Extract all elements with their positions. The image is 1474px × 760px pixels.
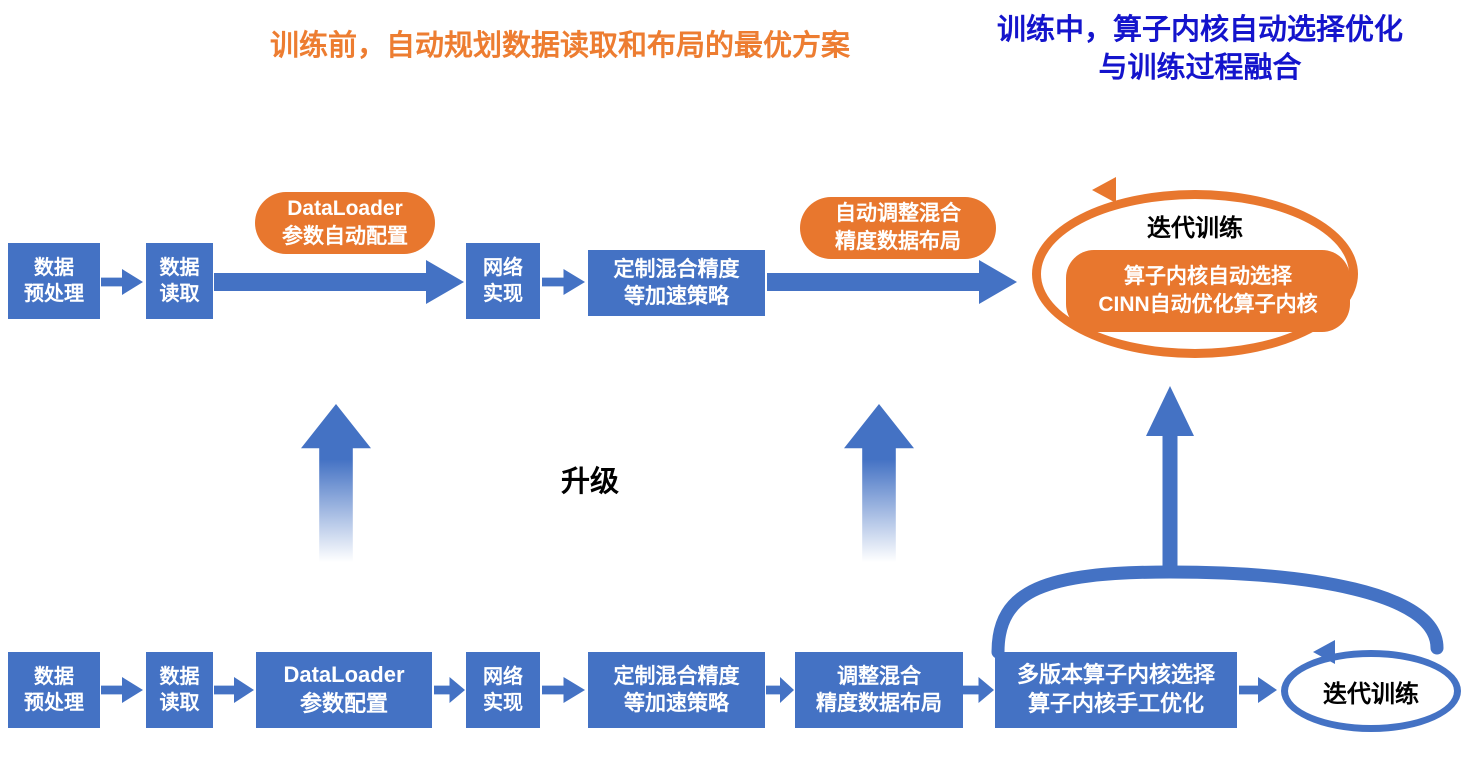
top-box-data-preprocess: 数据 预处理 xyxy=(8,243,100,319)
bottom-box-multi-kernel: 多版本算子内核选择 算子内核手工优化 xyxy=(995,652,1237,728)
merge-connector-arrow-icon xyxy=(991,386,1444,659)
bubble-auto-adjust-precision: 自动调整混合 精度数据布局 xyxy=(800,197,996,259)
flow-arrow-icon xyxy=(101,269,143,295)
long-flow-arrow-icon xyxy=(214,260,464,304)
upgrade-arrow-icon xyxy=(844,404,914,562)
bubble-label: 自动调整混合 xyxy=(835,201,961,225)
box-label: 网络 xyxy=(483,257,523,279)
top-loop-title: 迭代训练 xyxy=(1147,215,1243,242)
box-label: 网络 xyxy=(483,666,523,688)
box-label: 预处理 xyxy=(24,283,84,305)
box-label: 读取 xyxy=(159,692,200,714)
box-label: 定制混合精度 xyxy=(613,257,740,281)
box-label: 等加速策略 xyxy=(624,285,729,308)
box-label: 数据 xyxy=(34,257,74,279)
top-box-network-impl: 网络 实现 xyxy=(466,243,540,319)
flow-arrow-icon xyxy=(766,677,794,703)
bubble-label: 参数自动配置 xyxy=(282,225,408,248)
title-left: 训练前，自动规划数据读取和布局的最优方案 xyxy=(269,30,850,62)
flow-arrow-icon xyxy=(1239,677,1277,703)
loop-direction-arrow-icon xyxy=(1092,177,1116,203)
title-right: 训练中，算子内核自动选择优化 与训练过程融合 xyxy=(950,12,1450,87)
bubble-label: DataLoader xyxy=(287,196,403,220)
box-label: 数据 xyxy=(159,257,200,279)
long-flow-arrow-icon xyxy=(767,260,1017,304)
bottom-box-adjust-precision: 调整混合 精度数据布局 xyxy=(795,652,963,728)
upgrade-arrow-icon xyxy=(301,404,371,562)
box-label: 实现 xyxy=(483,692,523,714)
bottom-box-data-read: 数据 读取 xyxy=(146,652,213,728)
bubble-kernel-auto-select: 算子内核自动选择 CINN自动优化算子内核 xyxy=(1066,250,1350,332)
box-label: 数据 xyxy=(34,666,74,688)
bottom-box-mixed-precision: 定制混合精度 等加速策略 xyxy=(588,652,765,728)
bottom-box-network-impl: 网络 实现 xyxy=(466,652,540,728)
top-box-mixed-precision: 定制混合精度 等加速策略 xyxy=(588,250,765,316)
bottom-box-data-preprocess: 数据 预处理 xyxy=(8,652,100,728)
box-label: 多版本算子内核选择 xyxy=(1016,662,1215,688)
title-right-line2: 与训练过程融合 xyxy=(1098,51,1302,84)
box-label: 调整混合 xyxy=(837,664,921,688)
flow-arrow-icon xyxy=(963,677,994,703)
box-label: 精度数据布局 xyxy=(816,692,942,715)
title-right-line1: 训练中，算子内核自动选择优化 xyxy=(996,14,1403,46)
bubble-label: CINN自动优化算子内核 xyxy=(1098,293,1318,316)
bubble-label: 算子内核自动选择 xyxy=(1124,264,1292,288)
box-label: 定制混合精度 xyxy=(613,664,740,688)
loop-direction-arrow-icon xyxy=(1313,640,1335,664)
flow-arrow-icon xyxy=(101,677,143,703)
flow-arrow-icon xyxy=(214,677,254,703)
box-label: 预处理 xyxy=(24,692,84,714)
bottom-iteration-loop: 迭代训练 xyxy=(1281,650,1461,732)
bubble-dataloader-autoconfig: DataLoader 参数自动配置 xyxy=(255,192,435,254)
box-label: 算子内核手工优化 xyxy=(1027,691,1204,716)
flow-arrow-icon xyxy=(542,677,585,703)
bottom-loop-title: 迭代训练 xyxy=(1323,680,1419,708)
box-label: 参数配置 xyxy=(299,691,388,716)
bubble-label: 精度数据布局 xyxy=(835,230,961,253)
box-label: 数据 xyxy=(159,666,200,688)
box-label: 读取 xyxy=(159,283,200,305)
upgrade-label: 升级 xyxy=(560,466,619,498)
box-label: 实现 xyxy=(483,283,523,305)
flow-arrow-icon xyxy=(434,677,465,703)
box-label: 等加速策略 xyxy=(624,692,729,715)
bottom-box-dataloader-config: DataLoader 参数配置 xyxy=(256,652,432,728)
flow-arrow-icon xyxy=(542,269,585,295)
top-box-data-read: 数据 读取 xyxy=(146,243,213,319)
box-label: DataLoader xyxy=(283,662,405,688)
